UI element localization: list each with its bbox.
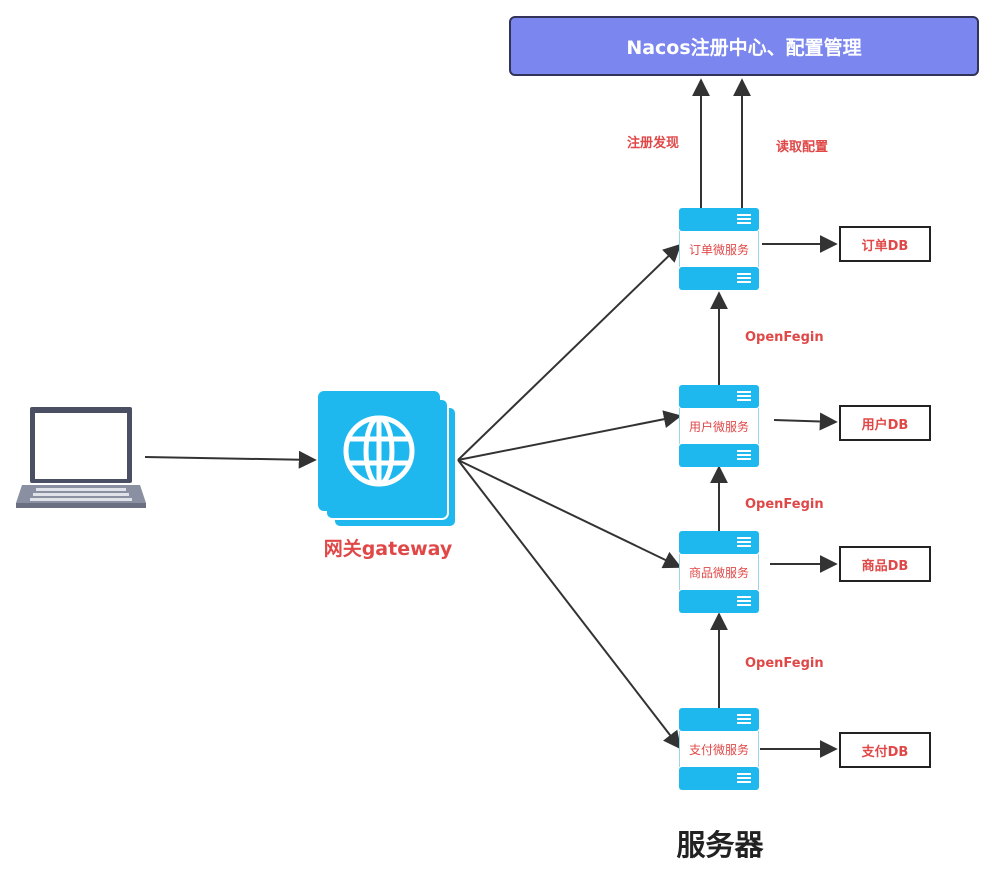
label-openfeign-2: OpenFegin bbox=[745, 497, 824, 512]
servers-caption: 服务器 bbox=[676, 828, 764, 862]
server-band bbox=[679, 267, 759, 290]
service-name-pay: 支付微服务 bbox=[688, 742, 749, 757]
label-read-config: 读取配置 bbox=[776, 140, 829, 155]
server-user: 用户微服务 bbox=[679, 385, 759, 467]
server-band bbox=[679, 590, 759, 613]
service-name-user: 用户微服务 bbox=[688, 419, 749, 434]
arrow-client-to-gateway bbox=[144, 450, 317, 469]
arrow-gateway-to-pay bbox=[457, 459, 682, 750]
label-register-discover: 注册发现 bbox=[627, 136, 680, 151]
globe-icon bbox=[343, 415, 415, 487]
gateway-label: 网关gateway bbox=[323, 538, 453, 560]
server-order: 订单微服务 bbox=[679, 208, 759, 290]
server-band bbox=[679, 385, 759, 408]
arrow-gateway-to-product bbox=[457, 459, 682, 569]
server-band bbox=[679, 767, 759, 790]
server-band bbox=[679, 531, 759, 554]
arrow-gateway-to-order bbox=[457, 243, 682, 461]
db-order: 订单DB bbox=[839, 226, 931, 262]
server-pay: 支付微服务 bbox=[679, 708, 759, 790]
service-name-order: 订单微服务 bbox=[688, 242, 749, 257]
nacos-title: Nacos注册中心、配置管理 bbox=[626, 36, 862, 59]
arrow-gateway-to-user bbox=[457, 410, 682, 461]
arrow-user-to-db bbox=[773, 412, 838, 431]
laptop-icon bbox=[16, 407, 146, 513]
gateway-icon bbox=[318, 391, 458, 533]
db-pay: 支付DB bbox=[839, 732, 931, 768]
server-band bbox=[679, 708, 759, 731]
nacos-box: Nacos注册中心、配置管理 bbox=[509, 16, 979, 76]
service-name-product: 商品微服务 bbox=[688, 565, 749, 580]
db-product: 商品DB bbox=[839, 546, 931, 582]
server-band bbox=[679, 208, 759, 231]
label-openfeign-3: OpenFegin bbox=[745, 656, 824, 671]
db-user: 用户DB bbox=[839, 405, 931, 441]
server-band bbox=[679, 444, 759, 467]
label-openfeign-1: OpenFegin bbox=[745, 330, 824, 345]
server-product: 商品微服务 bbox=[679, 531, 759, 613]
